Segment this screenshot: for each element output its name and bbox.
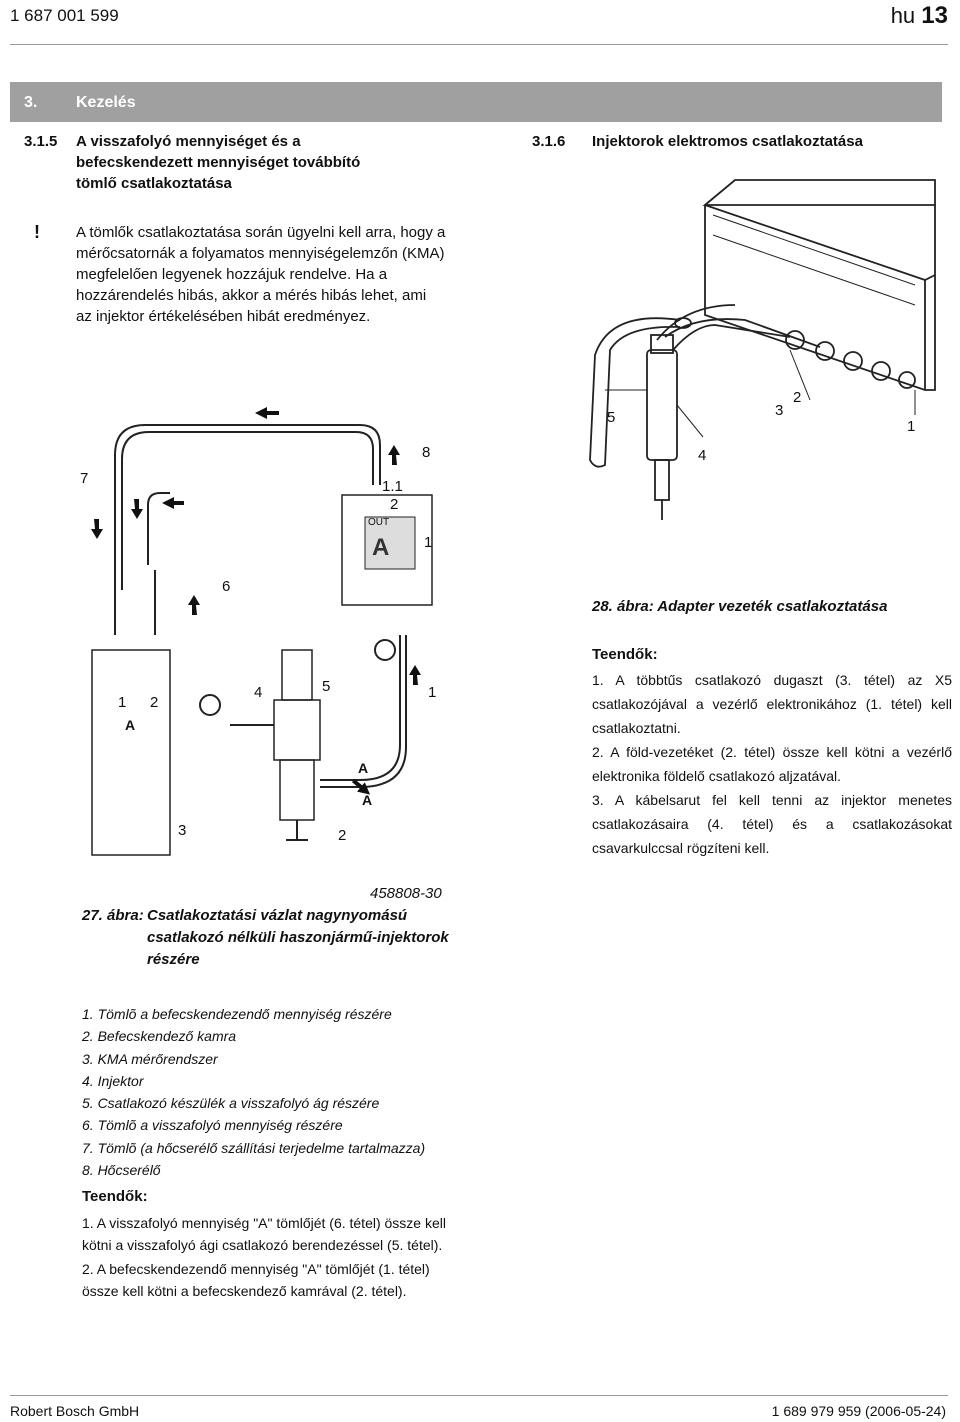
todo-right-list: 1. A többtűs csatlakozó dugaszt (3. téte… [592,668,952,860]
todo-item: 2. A föld-vezetéket (2. tétel) össze kel… [592,744,952,784]
figure27-code: 458808-30 [370,885,442,902]
fig28-callout-1: 1 [907,418,915,435]
label-out: OUT [368,517,389,528]
warning-mark: ! [34,222,40,242]
figure27-caption-text: Csatlakoztatási vázlat nagynyomású csatl… [147,907,449,968]
header-rule [10,44,948,45]
callout-3: 3 [178,822,186,839]
label-a-chamber: A [362,792,372,808]
callout-4: 4 [254,684,262,701]
legend-item: 7. Tömlõ (a hőcserélő szállítási terjede… [82,1139,426,1156]
fig28-callout-2: 2 [793,389,801,406]
callout-8: 8 [422,444,430,461]
fig28-callout-5: 5 [607,409,615,426]
page-header-right: hu 13 [891,2,948,30]
label-a-kma: A [125,717,135,733]
doc-number: 1 687 001 599 [10,6,119,25]
callout-2-top: 2 [390,496,398,513]
section-left-number: 3.1.5 [24,133,58,150]
legend-item: 8. Hőcserélő [82,1162,161,1179]
figure27-legend: 1. Tömlõ a befecskendezendő mennyiség ré… [82,1003,425,1181]
legend-item: 5. Csatlakozó készülék a visszafolyó ág … [82,1095,380,1112]
callout-kma-1: 1 [118,694,126,711]
todo-left-list: 1. A visszafolyó mennyiség "A" tömlőjét … [82,1212,452,1304]
footer-rule [10,1395,948,1396]
callout-6: 6 [222,578,230,595]
todo-item: 2. A befecskendezendő mennyiség "A" töml… [82,1261,430,1299]
callout-5: 5 [322,678,330,695]
fig28-callout-4: 4 [698,447,706,464]
legend-item: 4. Injektor [82,1072,144,1089]
label-a-exchanger: A [372,534,389,561]
fig28-callout-3: 3 [775,402,783,419]
language-code: hu [890,3,916,28]
figure27-caption-label: 27. ábra: [82,907,144,924]
callout-7: 7 [80,470,88,487]
section-right-number: 3.1.6 [532,133,566,150]
callout-1-top: 1 [424,534,432,551]
callout-kma-2: 2 [150,694,158,711]
figure28-caption: 28. ábra: Adapter vezeték csatlakoztatás… [592,598,888,615]
legend-item: 2. Befecskendező kamra [82,1028,237,1045]
todo-item: 3. A kábelsarut fel kell tenni az injekt… [592,792,952,856]
todo-right-title: Teendők: [592,646,658,663]
warning-text: A tömlők csatlakoztatása során ügyelni k… [76,224,446,325]
legend-item: 3. KMA mérőrendszer [82,1050,218,1067]
todo-item: 1. A visszafolyó mennyiség "A" tömlőjét … [82,1215,446,1253]
todo-item: 1. A többtűs csatlakozó dugaszt (3. téte… [592,672,952,736]
callout-1-right: 1 [428,684,436,701]
footer-doc-ref: 1 689 979 959 (2006-05-24) [771,1403,946,1419]
todo-left-title: Teendők: [82,1188,148,1205]
chapter-bar [10,82,942,122]
chapter-number: 3. [24,94,38,111]
section-left-title: A visszafolyó mennyiséget és a befecsken… [76,133,361,192]
figure27-connection-diagram: 7 8 1.1 2 1 6 4 5 1 3 2 1 2 OUT A A A A [80,407,436,856]
figure28-adapter-diagram: 5 3 2 1 4 [589,179,936,520]
legend-item: 1. Tömlõ a befecskendezendő mennyiség ré… [82,1006,392,1022]
chapter-title: Kezelés [76,94,136,111]
footer-company: Robert Bosch GmbH [10,1403,140,1419]
page-number: 13 [921,2,948,29]
legend-item: 6. Tömlõ a visszafolyó mennyiség részére [82,1117,343,1134]
section-right-title: Injektorok elektromos csatlakoztatása [592,133,863,150]
callout-2-bottom: 2 [338,827,346,844]
callout-1-1: 1.1 [382,478,403,495]
label-a-hose: A [358,760,368,776]
